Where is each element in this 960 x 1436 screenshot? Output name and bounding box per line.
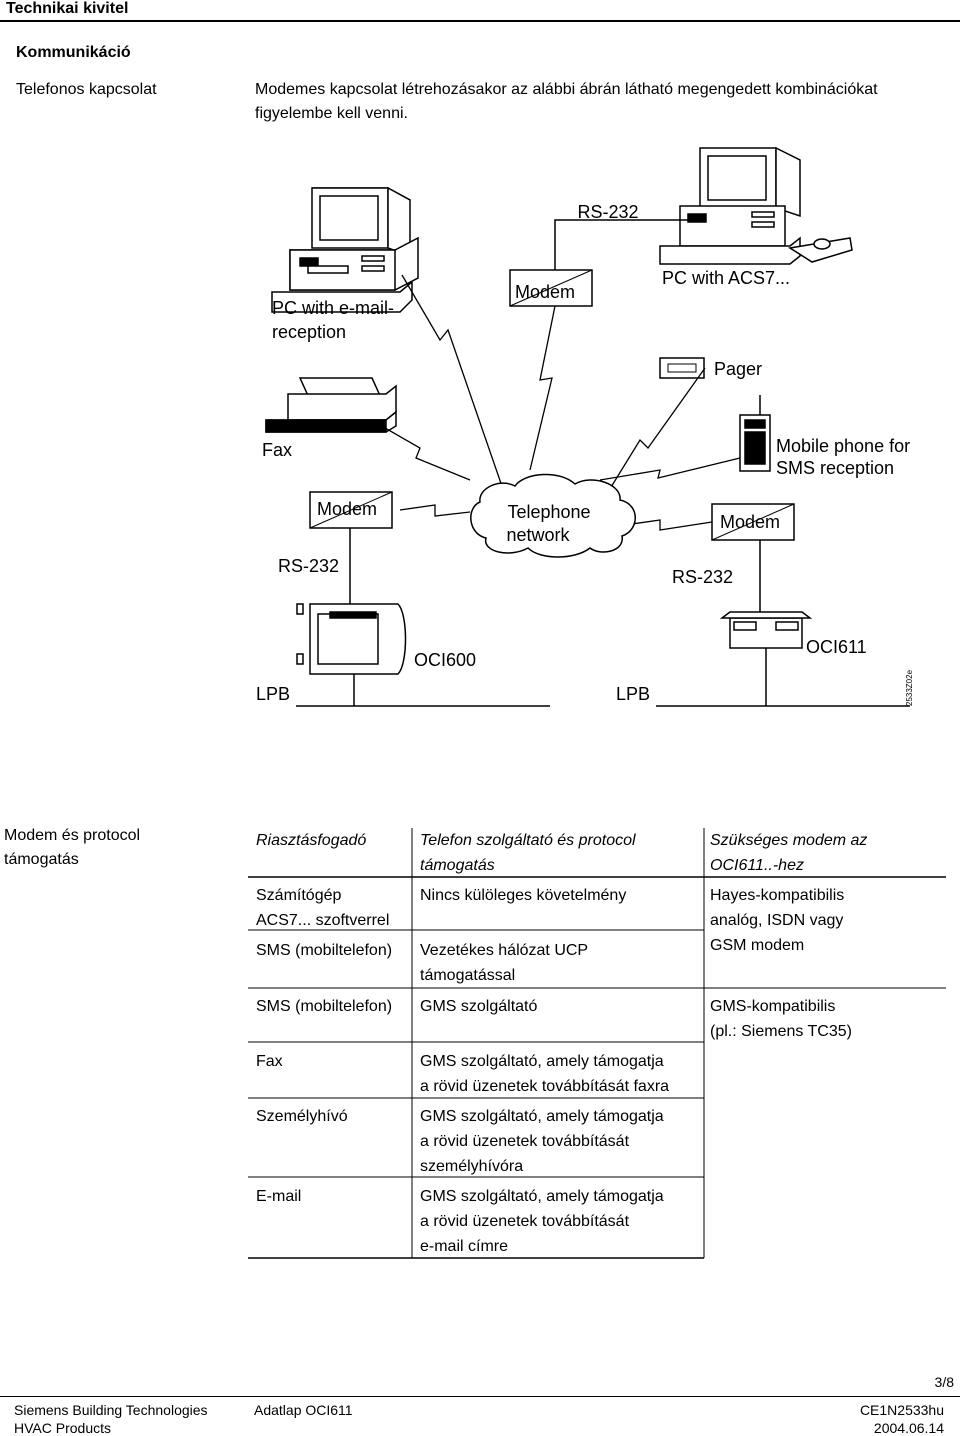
table-row4-col2-line-1: GMS szolgáltató, amely támogatja — [420, 1053, 664, 1070]
table-row1-col2: Nincs külöleges követelmény — [420, 887, 627, 904]
table-row1-col3: Hayes-kompatibilis analóg, ISDN vagy GSM… — [710, 883, 844, 958]
table-row5-col2-line-3: személyhívóra — [420, 1158, 524, 1175]
table-head-col3-line-1: Szükséges modem az — [710, 832, 868, 849]
table-row5-col1: Személyhívó — [256, 1108, 348, 1125]
wireless-links — [379, 274, 741, 531]
table-row2-col2: Vezetékes hálózat UCP támogatással — [420, 938, 588, 988]
table-row4-col2-line-2: a rövid üzenetek továbbítását faxra — [420, 1078, 670, 1095]
pc-acs7-label: PC with ACS7... — [662, 268, 790, 288]
lpb-right-label: LPB — [616, 684, 650, 704]
mobile-label-2: SMS reception — [776, 458, 894, 478]
footer-doc-code: CE1N2533hu — [859, 1402, 944, 1418]
telephone-label-2: network — [506, 525, 570, 545]
intro-side-label: Telefonos kapcsolat — [16, 81, 157, 98]
table-row4-col1: Fax — [256, 1053, 283, 1070]
table-row5-col2: GMS szolgáltató, amely támogatja a rövid… — [420, 1104, 664, 1179]
rs232-top-label: RS-232 — [577, 202, 638, 222]
table-grid-lines — [248, 828, 946, 1259]
table-row1-col1-line-1: Számítógép — [256, 887, 342, 904]
pc-acs7-icon — [659, 146, 853, 265]
table-row6-col2-line-2: a rövid üzenetek továbbítását — [420, 1213, 630, 1230]
pc-email-label-1: PC with e-mail- — [272, 298, 394, 318]
table-row6-col1: E-mail — [256, 1188, 302, 1205]
table-row1-col3-line-1: Hayes-kompatibilis — [710, 887, 845, 904]
table-row5-col2-line-2: a rövid üzenetek továbbítását — [420, 1133, 630, 1150]
table-row4-col2: GMS szolgáltató, amely támogatja a rövid… — [420, 1049, 669, 1099]
modem-left-label: Modem — [317, 499, 377, 519]
telephone-label-1: Telephone — [507, 502, 590, 522]
table-row5-col2-line-1: GMS szolgáltató, amely támogatja — [420, 1108, 664, 1125]
table-row6-col2-line-3: e-mail címre — [420, 1238, 509, 1255]
oci600-device-icon — [296, 603, 407, 675]
mobile-label-1: Mobile phone for — [776, 436, 910, 456]
section-title: Kommunikáció — [16, 44, 131, 61]
pager-label: Pager — [714, 359, 762, 379]
table-head-col3: Szükséges modem az OCI611..-hez — [710, 828, 867, 878]
intro-paragraph: Modemes kapcsolat létrehozásakor az aláb… — [255, 81, 878, 122]
table-row3-col3-line-2: (pl.: Siemens TC35) — [710, 1023, 852, 1040]
table-row6-col2: GMS szolgáltató, amely támogatja a rövid… — [420, 1184, 664, 1259]
telephone-network-cloud — [470, 473, 636, 558]
table-row1-col1-line-2: ACS7... szoftverrel — [256, 912, 390, 929]
table-side-label: Modem és protocol támogatás — [4, 824, 140, 872]
header-divider — [0, 20, 960, 22]
table-row2-col1: SMS (mobiltelefon) — [256, 942, 393, 959]
document-header-title: Technikai kivitel — [6, 0, 129, 17]
table-head-col3-line-2: OCI611..-hez — [710, 857, 804, 874]
footer-company: Siemens Building Technologies — [14, 1402, 208, 1418]
fax-icon — [265, 377, 397, 433]
lpb-left-label: LPB — [256, 684, 290, 704]
rs232-top-line — [554, 219, 700, 290]
footer-date: 2004.06.14 — [873, 1420, 944, 1436]
communication-diagram: RS-232 Modem PC with e-mail- reception P… — [256, 146, 914, 707]
table-side-label-line-1: Modem és protocol — [4, 827, 141, 844]
oci611-device-icon — [719, 611, 813, 649]
table-head-col2-line-1: Telefon szolgáltató és protocol — [420, 832, 636, 849]
table-row3-col3: GMS-kompatibilis (pl.: Siemens TC35) — [710, 994, 852, 1044]
table-row3-col3-line-1: GMS-kompatibilis — [710, 998, 836, 1015]
oci611-label: OCI611 — [806, 637, 867, 657]
figure-code: 2533Z02e — [905, 669, 914, 706]
modem-top-label: Modem — [515, 282, 575, 302]
rs232-left-label: RS-232 — [278, 556, 339, 576]
table-row3-col2: GMS szolgáltató — [420, 998, 538, 1015]
table-row3-col1: SMS (mobiltelefon) — [256, 998, 393, 1015]
page-number: 3/8 — [934, 1374, 954, 1390]
table-side-label-line-2: támogatás — [4, 851, 79, 868]
table-row6-col2-line-1: GMS szolgáltató, amely támogatja — [420, 1188, 664, 1205]
pc-email-icon — [271, 186, 419, 313]
table-row2-col2-line-2: támogatással — [420, 967, 516, 984]
pc-email-label-2: reception — [272, 322, 346, 342]
table-head-col2: Telefon szolgáltató és protocol támogatá… — [420, 828, 636, 878]
table-row1-col3-line-3: GSM modem — [710, 937, 805, 954]
footer-doc-title: Adatlap OCI611 — [254, 1402, 353, 1418]
table-head-col1: Riasztásfogadó — [256, 832, 367, 849]
table-row1-col3-line-2: analóg, ISDN vagy — [710, 912, 844, 929]
table-row2-col2-line-1: Vezetékes hálózat UCP — [420, 942, 589, 959]
fax-label: Fax — [262, 440, 292, 460]
footer-division: HVAC Products — [14, 1420, 111, 1436]
footer-divider — [0, 1396, 960, 1397]
oci600-label: OCI600 — [414, 650, 476, 670]
table-head-col2-line-2: támogatás — [420, 857, 495, 874]
table-row1-col1: Számítógép ACS7... szoftverrel — [256, 883, 389, 933]
mobile-phone-icon — [739, 395, 771, 472]
rs232-right-label: RS-232 — [672, 567, 733, 587]
modem-right-label: Modem — [720, 512, 780, 532]
